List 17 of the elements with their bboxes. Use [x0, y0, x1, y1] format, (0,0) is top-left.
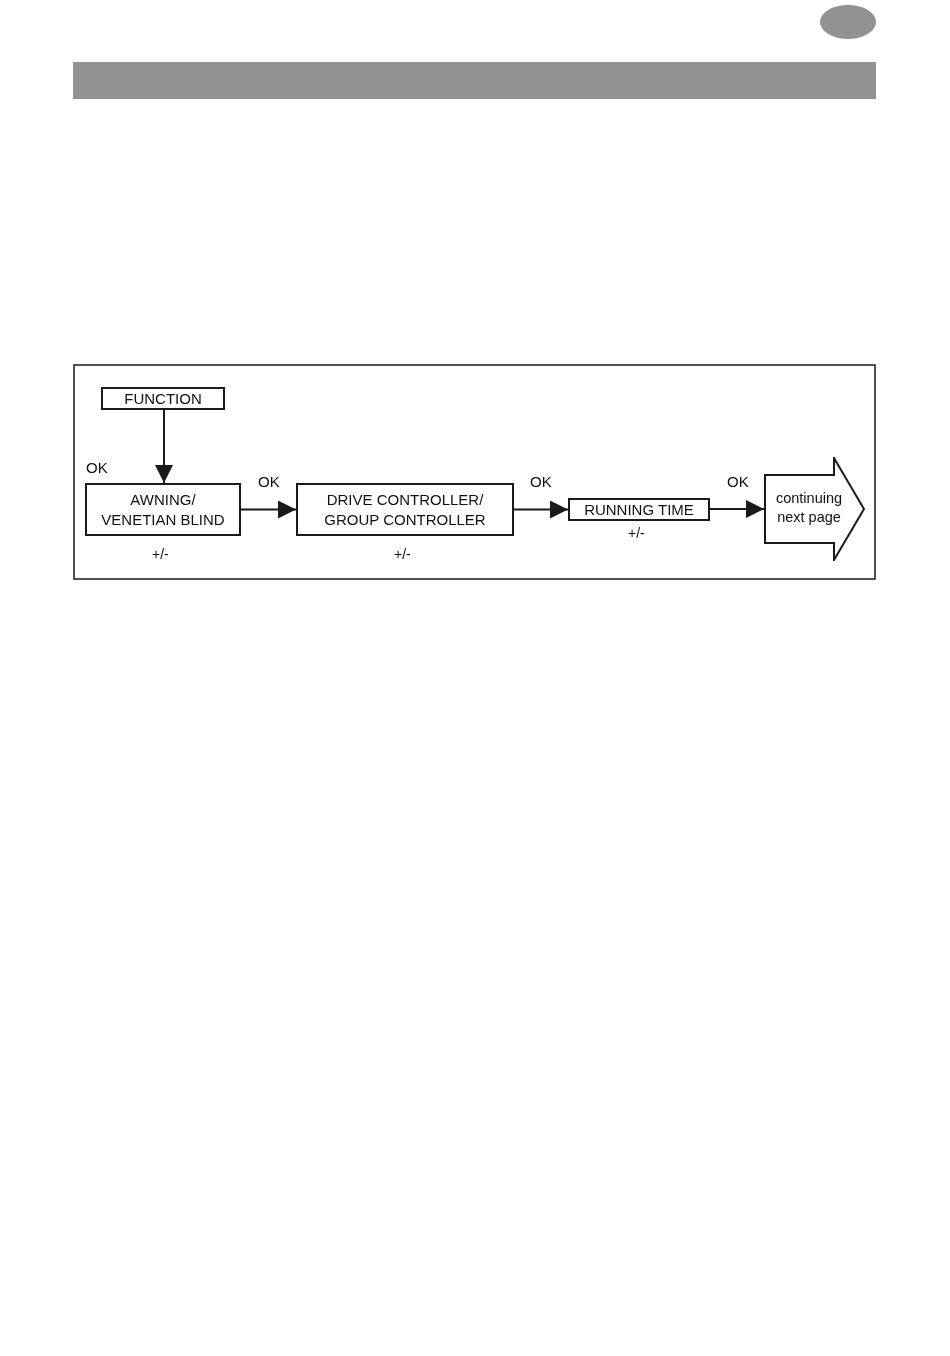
- adjust-hint: +/-: [394, 546, 411, 562]
- adjust-hint: +/-: [152, 546, 169, 562]
- process-box: [85, 483, 241, 536]
- adjust-hint: +/-: [628, 525, 645, 541]
- box-label: AWNING/ VENETIAN BLIND: [100, 489, 226, 530]
- arrow: [709, 500, 765, 518]
- box-label: continuing next page: [774, 488, 844, 527]
- process-box: [296, 483, 514, 536]
- arrow: [155, 409, 173, 484]
- block-arrow: [764, 457, 865, 561]
- process-box: [568, 498, 710, 521]
- arrow: [240, 500, 297, 519]
- box-label: RUNNING TIME: [583, 499, 695, 520]
- arrow: [513, 500, 569, 519]
- box-label: DRIVE CONTROLLER/ GROUP CONTROLLER: [323, 489, 487, 530]
- process-box: [101, 387, 225, 410]
- box-label: FUNCTION: [123, 388, 203, 409]
